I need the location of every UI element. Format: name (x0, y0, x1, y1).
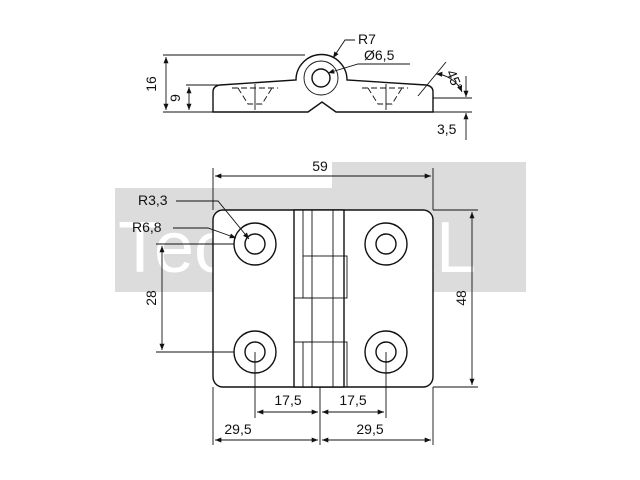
height-label: 48 (453, 290, 469, 306)
hole-spacing-label: 28 (143, 290, 159, 306)
offset-right-outer-label: 29,5 (356, 421, 383, 437)
thickness-label: 3,5 (437, 121, 457, 137)
angle-arc (435, 71, 463, 93)
leader-boss-radius (173, 227, 237, 239)
hole-top-right (364, 222, 408, 266)
side-view: 16 9 R7 Ø6,5 45° 3,5 (143, 31, 472, 140)
offset-left-outer-label: 29,5 (224, 421, 251, 437)
front-view: 59 48 28 R3,3 R6,8 17,5 17,5 29,5 (132, 158, 478, 445)
leader-diameter (327, 63, 410, 74)
width-label: 59 (312, 158, 328, 174)
boss-radius-label: R6,8 (132, 219, 162, 235)
knuckle-strip (293, 209, 345, 388)
hole-radius-label: R3,3 (138, 192, 168, 208)
radius-label: R7 (358, 31, 376, 47)
offset-left-inner-label: 17,5 (274, 392, 301, 408)
leader-hole-radius (176, 200, 250, 240)
angle-ext-line (417, 61, 447, 97)
knuckle-outer-circle (303, 60, 339, 96)
knuckle-segment-upper (302, 255, 348, 299)
knuckle-pin-hole (311, 68, 331, 88)
knuckle-segment-lower (302, 341, 348, 388)
dim-height-leaf-label: 9 (167, 94, 183, 102)
dim-height-total-label: 16 (143, 76, 159, 92)
angle-label: 45° (443, 67, 466, 93)
diameter-label: Ø6,5 (364, 47, 395, 63)
countersink-right-hidden (362, 87, 408, 105)
leader-radius (332, 39, 355, 59)
offset-right-inner-label: 17,5 (339, 392, 366, 408)
hole-top-left (233, 222, 277, 266)
